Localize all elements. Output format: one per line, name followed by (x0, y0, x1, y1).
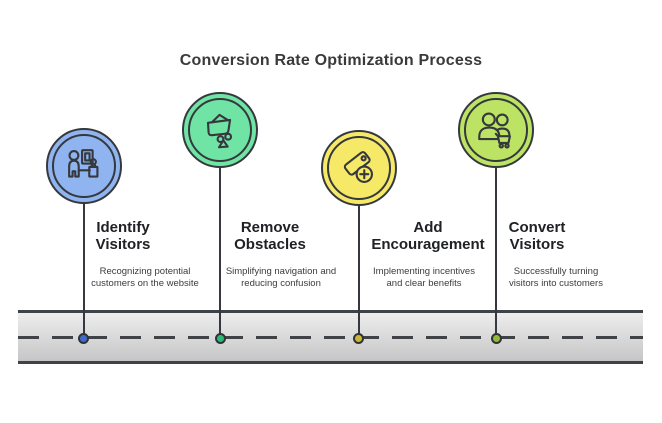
milestone-dot-step-3 (353, 333, 364, 344)
milestone-dot-step-1 (78, 333, 89, 344)
step-title-convert-visitors: Convert Visitors (477, 219, 597, 253)
step-description-add-encouragement: Implementing incentives and clear benefi… (362, 266, 486, 289)
basket-obstacles-icon (206, 113, 233, 149)
step-title-add-encouragement: Add Encouragement (368, 219, 488, 253)
step-description-line: and clear benefits (386, 277, 462, 289)
connector-line-step-2 (219, 167, 221, 338)
step-description-line: customers on the website (91, 277, 199, 289)
step-description-convert-visitors: Successfully turning visitors into custo… (494, 266, 618, 289)
road-dashed-center-line (18, 336, 643, 339)
step-title-line: Visitors (95, 236, 151, 253)
page-title: Conversion Rate Optimization Process (179, 52, 483, 69)
visitor-identification-icon (68, 149, 99, 178)
step-description-line: reducing confusion (241, 277, 321, 289)
step-title-line: Encouragement (371, 236, 485, 253)
step-title-line: Remove (240, 219, 300, 236)
step-circle-add-encouragement (321, 130, 397, 206)
price-tag-plus-icon (343, 151, 373, 183)
customers-cart-icon (478, 112, 511, 149)
step-description-line: Simplifying navigation and (225, 266, 337, 277)
milestone-dot-step-4 (491, 333, 502, 344)
step-title-line: Obstacles (234, 236, 306, 253)
step-circle-convert-visitors (458, 92, 534, 168)
step-title-remove-obstacles: Remove Obstacles (210, 219, 330, 253)
step-circle-remove-obstacles (182, 92, 258, 168)
step-title-line: Convert (508, 219, 566, 236)
step-description-line: visitors into customers (509, 277, 603, 289)
step-description-remove-obstacles: Simplifying navigation and reducing conf… (219, 266, 343, 289)
step-description-line: Recognizing potential (99, 266, 191, 277)
step-title-line: Add (413, 219, 443, 236)
step-description-identify-visitors: Recognizing potential customers on the w… (83, 266, 207, 289)
connector-line-step-4 (495, 167, 497, 338)
connector-line-step-3 (358, 205, 360, 338)
connector-line-step-1 (83, 203, 85, 338)
step-title-line: Visitors (509, 236, 565, 253)
step-description-line: Implementing incentives (373, 266, 475, 277)
step-title-line: Identify (96, 219, 150, 236)
step-description-line: Successfully turning (513, 266, 599, 277)
step-title-identify-visitors: Identify Visitors (63, 219, 183, 253)
milestone-dot-step-2 (215, 333, 226, 344)
step-circle-identify-visitors (46, 128, 122, 204)
